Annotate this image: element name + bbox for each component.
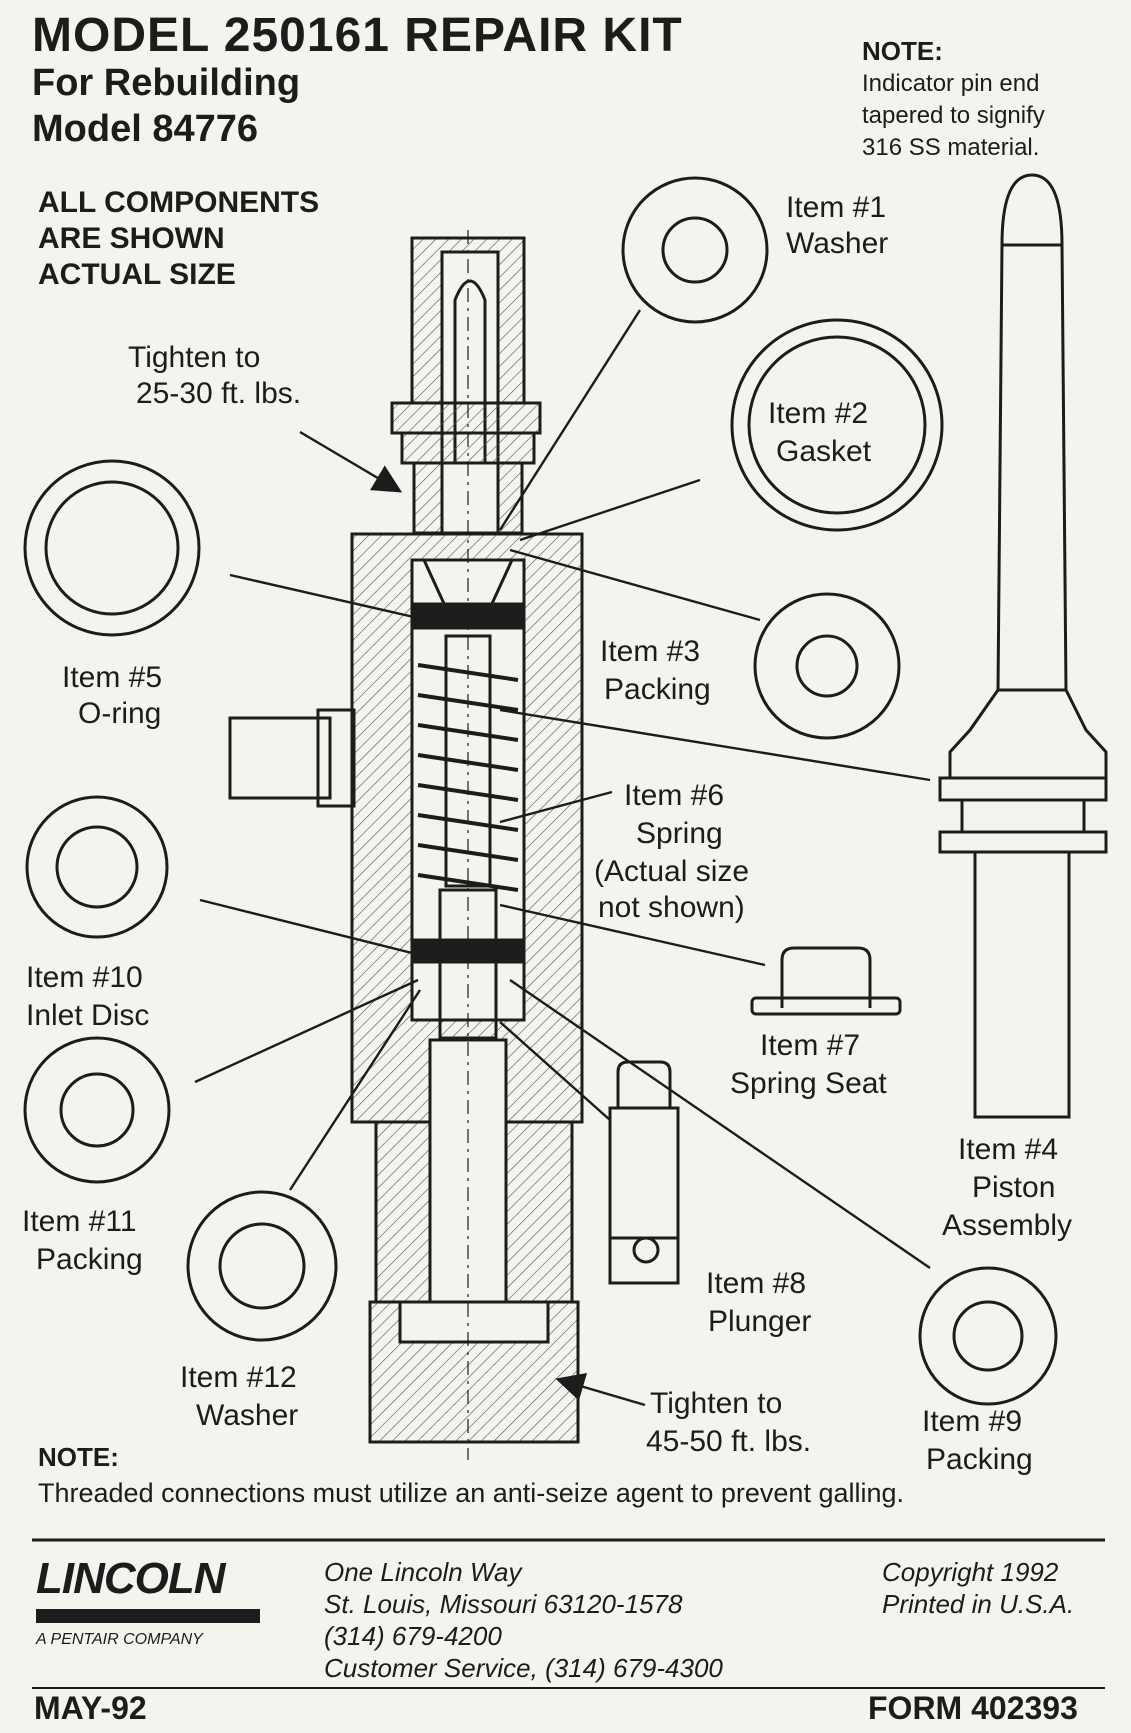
torque-top-label-1: Tighten to [128, 341, 261, 374]
address-line-2: St. Louis, Missouri 63120-1578 [324, 1589, 683, 1619]
item-8-name: Plunger [708, 1305, 812, 1338]
footer-date: MAY-92 [34, 1690, 147, 1726]
scale-note-line-3: ACTUAL SIZE [38, 258, 236, 291]
o-ring-5-drawing [23, 459, 201, 637]
address-line-1: One Lincoln Way [324, 1557, 522, 1587]
spring-seat-7-drawing [750, 946, 902, 1016]
item-5-name: O-ring [78, 697, 162, 730]
subtitle-rebuilding: For Rebuilding [32, 62, 301, 104]
top-note-line-3: 316 SS material. [862, 134, 1040, 161]
bottom-note-text: Threaded connections must utilize an ant… [38, 1478, 905, 1508]
item-4-name: Piston [972, 1171, 1056, 1204]
logo-tagline: A PENTAIR COMPANY [36, 1631, 203, 1648]
piston-assembly-4-drawing [938, 173, 1108, 1119]
packing-11-drawing [23, 1036, 171, 1184]
copyright-line: Copyright 1992 [882, 1557, 1059, 1587]
bottom-note-heading: NOTE: [38, 1442, 119, 1472]
logo-bar [36, 1609, 260, 1623]
item-7-number: Item #7 [760, 1029, 861, 1062]
item-6-number: Item #6 [624, 779, 725, 812]
footer-form-number: FORM 402393 [868, 1690, 1078, 1726]
packing-3-drawing [753, 592, 901, 740]
item-6-name: Spring [636, 817, 723, 850]
packing-9-drawing [918, 1266, 1058, 1406]
top-note-line-1: Indicator pin end [862, 70, 1040, 97]
item-3-name: Packing [604, 673, 711, 706]
subtitle-model: Model 84776 [32, 108, 258, 150]
item-10-name: Inlet Disc [26, 999, 150, 1032]
item-9-number: Item #9 [922, 1405, 1023, 1438]
item-6-name-2: (Actual size [594, 855, 750, 888]
item-12-number: Item #12 [180, 1361, 297, 1394]
item-4-number: Item #4 [958, 1133, 1059, 1166]
inlet-disc-10-drawing [25, 795, 169, 939]
item-2-name: Gasket [776, 435, 872, 468]
scale-note-line-2: ARE SHOWN [38, 222, 225, 255]
torque-bottom-label-2: 45-50 ft. lbs. [646, 1425, 812, 1458]
plunger-8-drawing [608, 1060, 680, 1285]
item-3-number: Item #3 [600, 635, 701, 668]
gasket-2-drawing [730, 318, 944, 532]
logo-wordmark: LINCOLN [36, 1554, 226, 1603]
item-11-number: Item #11 [22, 1205, 137, 1238]
top-note-heading: NOTE: [862, 36, 943, 66]
torque-top-label-2: 25-30 ft. lbs. [136, 377, 302, 410]
item-1-name: Washer [786, 227, 889, 260]
page-title: MODEL 250161 REPAIR KIT [32, 9, 683, 62]
valve-body-drawing [228, 236, 584, 1444]
address-line-3: (314) 679-4200 [324, 1621, 502, 1651]
top-note-line-2: tapered to signify [862, 102, 1045, 129]
washer-12-drawing [186, 1190, 338, 1342]
item-11-name: Packing [36, 1243, 143, 1276]
item-2-number: Item #2 [768, 397, 869, 430]
item-6-name-3: not shown) [598, 891, 745, 924]
washer-1-drawing [621, 176, 769, 324]
printed-line: Printed in U.S.A. [882, 1589, 1075, 1619]
item-7-name: Spring Seat [730, 1067, 887, 1100]
item-1-number: Item #1 [786, 191, 887, 224]
item-5-number: Item #5 [62, 661, 163, 694]
item-8-number: Item #8 [706, 1267, 807, 1300]
address-line-4: Customer Service, (314) 679-4300 [324, 1653, 723, 1683]
lincoln-logo: LINCOLN A PENTAIR COMPANY [36, 1553, 260, 1657]
item-4-name-2: Assembly [942, 1209, 1073, 1242]
torque-bottom-label-1: Tighten to [650, 1387, 783, 1420]
item-12-name: Washer [196, 1399, 299, 1432]
item-10-number: Item #10 [26, 961, 143, 994]
item-9-name: Packing [926, 1443, 1033, 1476]
scale-note-line-1: ALL COMPONENTS [38, 186, 320, 219]
